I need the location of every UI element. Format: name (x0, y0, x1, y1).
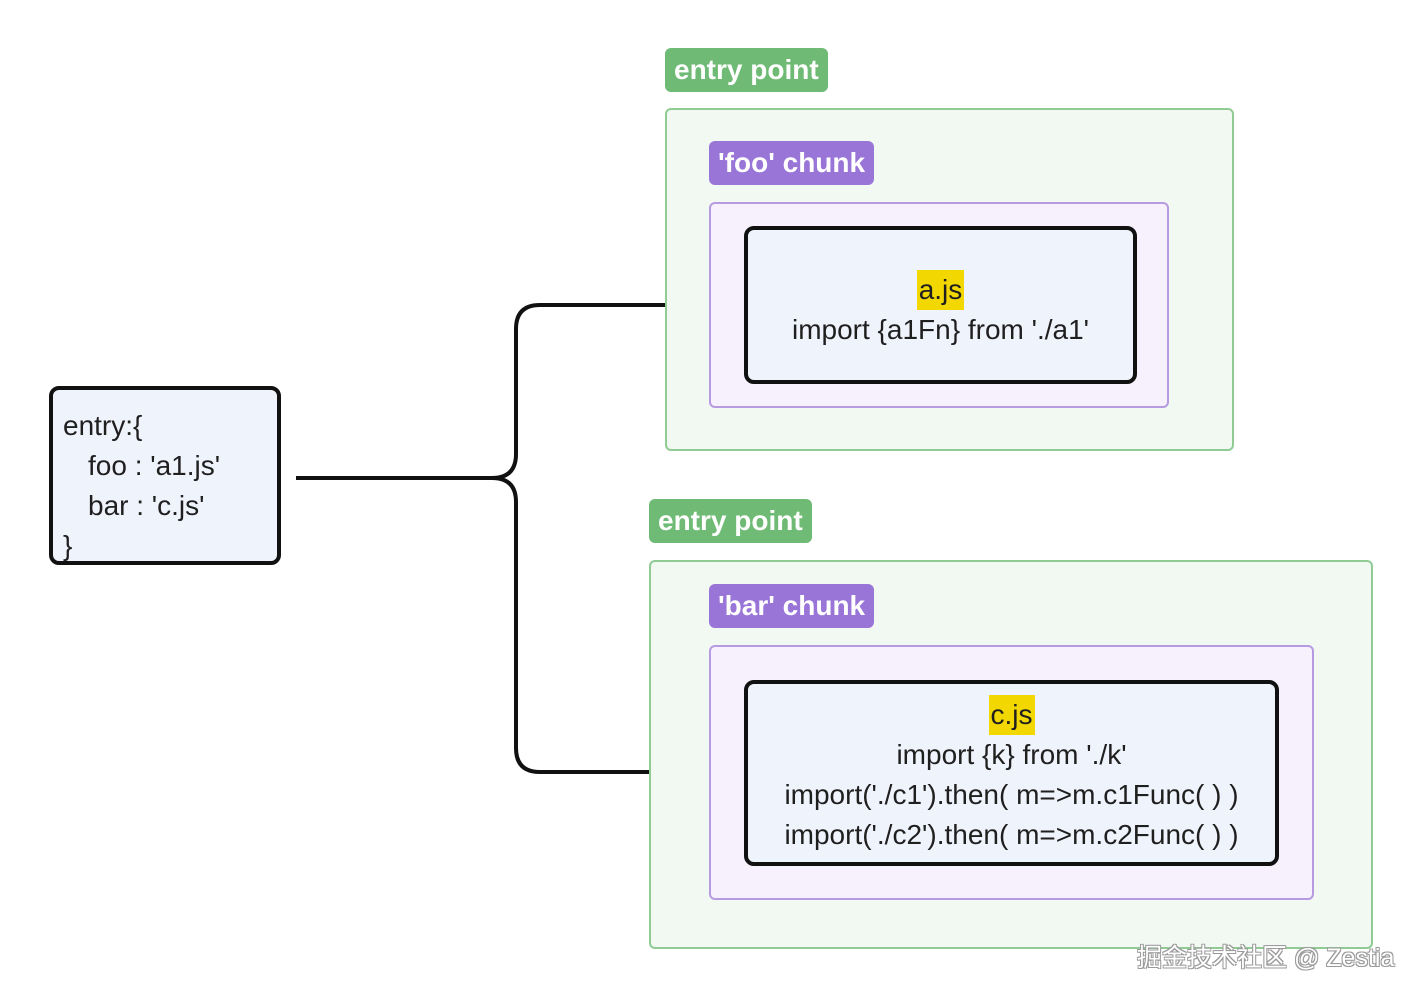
connector-to-bar-chunk (491, 476, 734, 774)
bar-chunk-label: 'bar' chunk (709, 584, 875, 628)
module-filename: a.js (916, 270, 965, 310)
connector-to-foo-chunk (491, 303, 734, 480)
entry-config-line: foo : 'a1.js' (88, 450, 221, 481)
entry-config-line: } (63, 530, 73, 561)
foo-chunk-label: 'foo' chunk (709, 141, 875, 185)
module-code-line: import('./c2').then( m=>m.c2Func( ) ) (784, 819, 1239, 850)
entry-config-box: entry:{ foo : 'a1.js' bar : 'c.js' } (49, 386, 281, 565)
module-a-js: a.js import {a1Fn} from './a1' (744, 226, 1137, 384)
module-code-line: import {a1Fn} from './a1' (791, 314, 1090, 345)
entry-config-line: bar : 'c.js' (88, 490, 205, 521)
entry-point-label-bar: entry point (649, 499, 812, 543)
entry-config-line: entry:{ (63, 410, 143, 441)
watermark: 掘金技术社区 @ Zestia (1137, 944, 1395, 972)
entry-point-label-foo: entry point (665, 48, 828, 92)
module-code-line: import('./c1').then( m=>m.c1Func( ) ) (784, 779, 1239, 810)
module-code-line: import {k} from './k' (896, 739, 1127, 770)
module-filename: c.js (988, 695, 1035, 735)
module-c-js: c.js import {k} from './k' import('./c1'… (744, 680, 1279, 866)
